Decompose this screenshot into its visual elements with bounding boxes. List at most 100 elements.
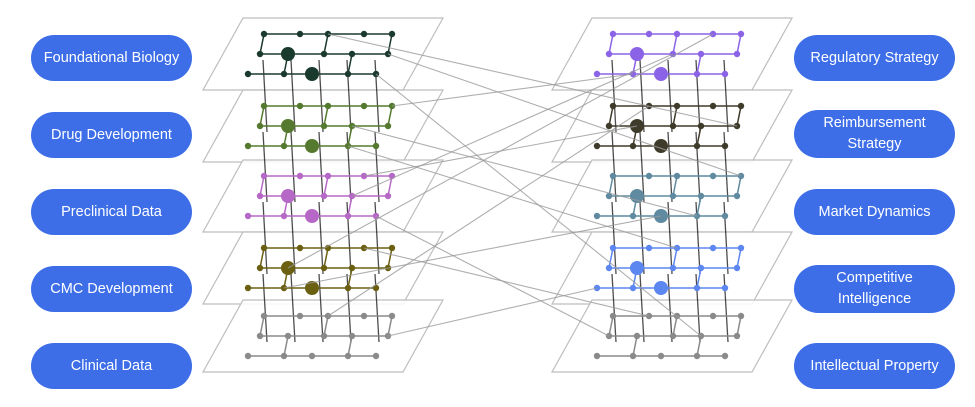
left-layer-5-node	[308, 352, 316, 360]
right-layer-3-node	[669, 192, 677, 200]
left-layer-2-node	[280, 142, 288, 150]
left-layer-2-edge	[387, 105, 393, 127]
right-layer-5-node	[609, 312, 617, 320]
left-layer-3-node	[260, 172, 268, 180]
cross-link-line	[351, 125, 698, 217]
left-layer-2-node	[384, 122, 392, 130]
left-layer-1-node	[281, 47, 295, 61]
left-layer-5-node	[296, 312, 304, 320]
cross-link-line	[327, 33, 738, 127]
cross-link-line	[391, 73, 634, 107]
left-layer-2-node	[256, 122, 264, 130]
left-layer-2-node	[244, 142, 252, 150]
label-foundational-biology[interactable]: Foundational Biology	[31, 35, 192, 81]
left-layer-3-node	[280, 212, 288, 220]
right-layer-1-node	[733, 50, 741, 58]
left-layer-1-node	[296, 30, 304, 38]
label-drug-development[interactable]: Drug Development	[31, 112, 192, 158]
left-layer-2-node	[360, 102, 368, 110]
right-layer-3-node	[629, 212, 637, 220]
left-layer-3-node	[324, 172, 332, 180]
right-vertical-link	[667, 273, 673, 343]
left-layer-5-node	[260, 312, 268, 320]
right-layer-5-node	[669, 332, 677, 340]
right-layer-5-node	[733, 332, 741, 340]
right-layer-1-edge	[672, 33, 678, 55]
label-intellectual-property[interactable]: Intellectual Property	[794, 343, 955, 389]
left-vertical-link	[318, 59, 324, 133]
left-layer-2-node	[296, 102, 304, 110]
left-layer-1-edge	[259, 33, 265, 55]
left-layer-2-edge	[347, 125, 353, 147]
left-layer-4-node	[244, 284, 252, 292]
left-vertical-link	[290, 131, 296, 203]
left-layer-3-edge	[323, 175, 329, 197]
left-layer-2-edge	[259, 105, 265, 127]
right-layer-5-node	[657, 352, 665, 360]
left-layer-5-edge	[347, 335, 353, 357]
right-layer-2-node	[709, 102, 717, 110]
right-layer-1-node	[721, 70, 729, 78]
left-layer-5-edge	[283, 335, 289, 357]
right-vertical-link	[639, 131, 645, 203]
label-regulatory-strategy[interactable]: Regulatory Strategy	[794, 35, 955, 81]
right-vertical-link	[611, 59, 617, 133]
left-layer-3-node	[256, 192, 264, 200]
left-layer-1-node	[260, 30, 268, 38]
left-layer-3-node	[384, 192, 392, 200]
left-layer-1-node	[256, 50, 264, 58]
right-layer-4-edge	[696, 267, 702, 289]
right-layer-1-node	[697, 50, 705, 58]
left-layer-3-node	[296, 172, 304, 180]
right-layer-3-node	[697, 192, 705, 200]
label-reimbursement-strategy[interactable]: Reimbursement Strategy	[794, 110, 955, 158]
right-layer-3-node	[721, 212, 729, 220]
cross-link-line	[375, 215, 610, 337]
left-layer-5-node	[360, 312, 368, 320]
right-layer-2-node	[593, 142, 601, 150]
label-clinical-data[interactable]: Clinical Data	[31, 343, 192, 389]
right-layer-3-node	[673, 172, 681, 180]
label-preclinical-data[interactable]: Preclinical Data	[31, 189, 192, 235]
left-vertical-link	[318, 201, 324, 275]
left-layer-4-node	[348, 264, 356, 272]
left-layer-4-node	[320, 264, 328, 272]
right-layer-5-edge	[696, 335, 702, 357]
cross-link-line	[347, 145, 678, 249]
right-layer-2-node	[654, 139, 668, 153]
left-vertical-link	[318, 273, 324, 343]
right-layer-2-node	[669, 122, 677, 130]
right-layer-2-edge	[672, 105, 678, 127]
left-network-stack	[201, 17, 445, 373]
left-vertical-link	[262, 131, 268, 203]
left-layer-5-node	[344, 352, 352, 360]
right-layer-5-edge	[608, 315, 614, 337]
right-layer-1-node	[737, 30, 745, 38]
left-layer-2-node	[320, 122, 328, 130]
right-layer-1-node	[593, 70, 601, 78]
right-layer-4-node	[697, 264, 705, 272]
right-layer-3-node	[733, 192, 741, 200]
right-layer-4-node	[709, 244, 717, 252]
left-vertical-link	[318, 131, 324, 203]
cross-link-line	[351, 53, 674, 197]
left-vertical-link	[262, 273, 268, 343]
right-layer-2-node	[693, 142, 701, 150]
cross-link-line	[283, 215, 662, 289]
label-market-dynamics[interactable]: Market Dynamics	[794, 189, 955, 235]
right-layer-4-node	[721, 284, 729, 292]
right-layer-2-node	[697, 122, 705, 130]
right-network-stack	[550, 17, 794, 373]
left-layer-5-edge	[259, 315, 265, 337]
right-layer-1-node	[605, 50, 613, 58]
right-layer-1-node	[609, 30, 617, 38]
label-competitive-intelligence[interactable]: Competitive Intelligence	[794, 265, 955, 313]
cross-link-line	[287, 33, 714, 269]
right-layer-2-node	[721, 142, 729, 150]
right-layer-1-node	[654, 67, 668, 81]
cross-link-line	[375, 73, 702, 337]
label-cmc-development[interactable]: CMC Development	[31, 266, 192, 312]
right-layer-3-node	[609, 172, 617, 180]
left-layer-1-node	[280, 70, 288, 78]
